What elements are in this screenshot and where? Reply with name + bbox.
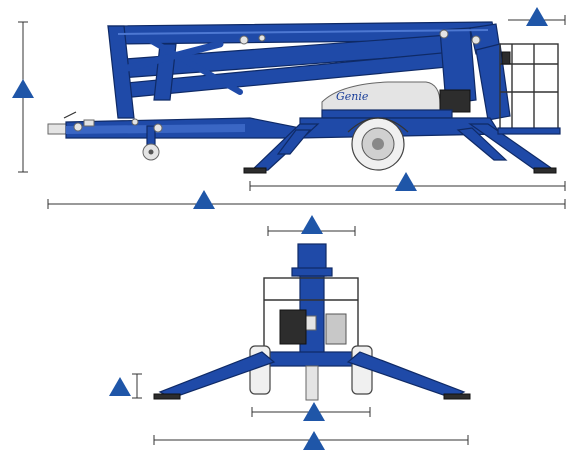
outrigger-pad-front-left: [243, 167, 267, 174]
engine-block: [439, 89, 471, 113]
platform-basket: [497, 43, 561, 135]
boom-pin-4: [471, 35, 481, 45]
marker-platform-width: [526, 7, 548, 26]
marker-overall-length: [193, 190, 215, 209]
riser-tower: [439, 27, 477, 105]
boom-diagonal-1: [116, 40, 224, 74]
dimension-markers: [12, 7, 548, 450]
hitch-bolt: [73, 122, 83, 132]
boom-assembly: [107, 21, 511, 121]
boom-pin-3: [439, 29, 449, 39]
basket-floor: [497, 127, 561, 135]
front-chassis: [257, 351, 365, 367]
wheel-fender: [347, 117, 409, 133]
drawbar-pin-2: [131, 118, 139, 126]
front-engine-left: [279, 309, 307, 345]
drawbar-pin: [153, 123, 163, 133]
front-engine-right: [325, 313, 347, 345]
upper-boom-highlight: [117, 29, 489, 35]
marker-outrigger-spread: [303, 431, 325, 450]
boom-pin-2: [258, 34, 266, 42]
marker-width-top: [301, 215, 323, 234]
front-pad-right: [443, 393, 471, 400]
chassis: [243, 117, 557, 174]
side-view: Genie: [18, 15, 566, 209]
basket-control-box: [501, 51, 511, 65]
boom-pin-1: [239, 35, 249, 45]
main-wheel-hub: [372, 138, 384, 150]
marker-wheel-track: [303, 402, 325, 421]
jockey-wheel-hub: [148, 149, 154, 155]
genie-logo: Genie: [336, 90, 369, 103]
tow-hitch: [47, 111, 301, 161]
front-boom-collar: [291, 267, 333, 277]
marker-ground-clearance: [109, 377, 131, 396]
front-view: [132, 226, 471, 445]
front-pad-left: [153, 393, 181, 400]
marker-stowed-height: [12, 79, 34, 98]
marker-outrigger-length: [395, 172, 417, 191]
boom-diagonal-2: [147, 37, 243, 95]
front-boom-plate: [305, 315, 317, 331]
outrigger-rear-inner: [456, 127, 508, 161]
outrigger-pad-rear-right: [533, 167, 557, 174]
front-drawbar: [305, 365, 319, 401]
hitch-handle: [63, 111, 77, 119]
turntable-base: [321, 109, 453, 119]
hitch-jack-bracket: [83, 119, 95, 127]
outrigger-front-inner: [276, 129, 312, 155]
turntable: Genie: [321, 81, 471, 119]
